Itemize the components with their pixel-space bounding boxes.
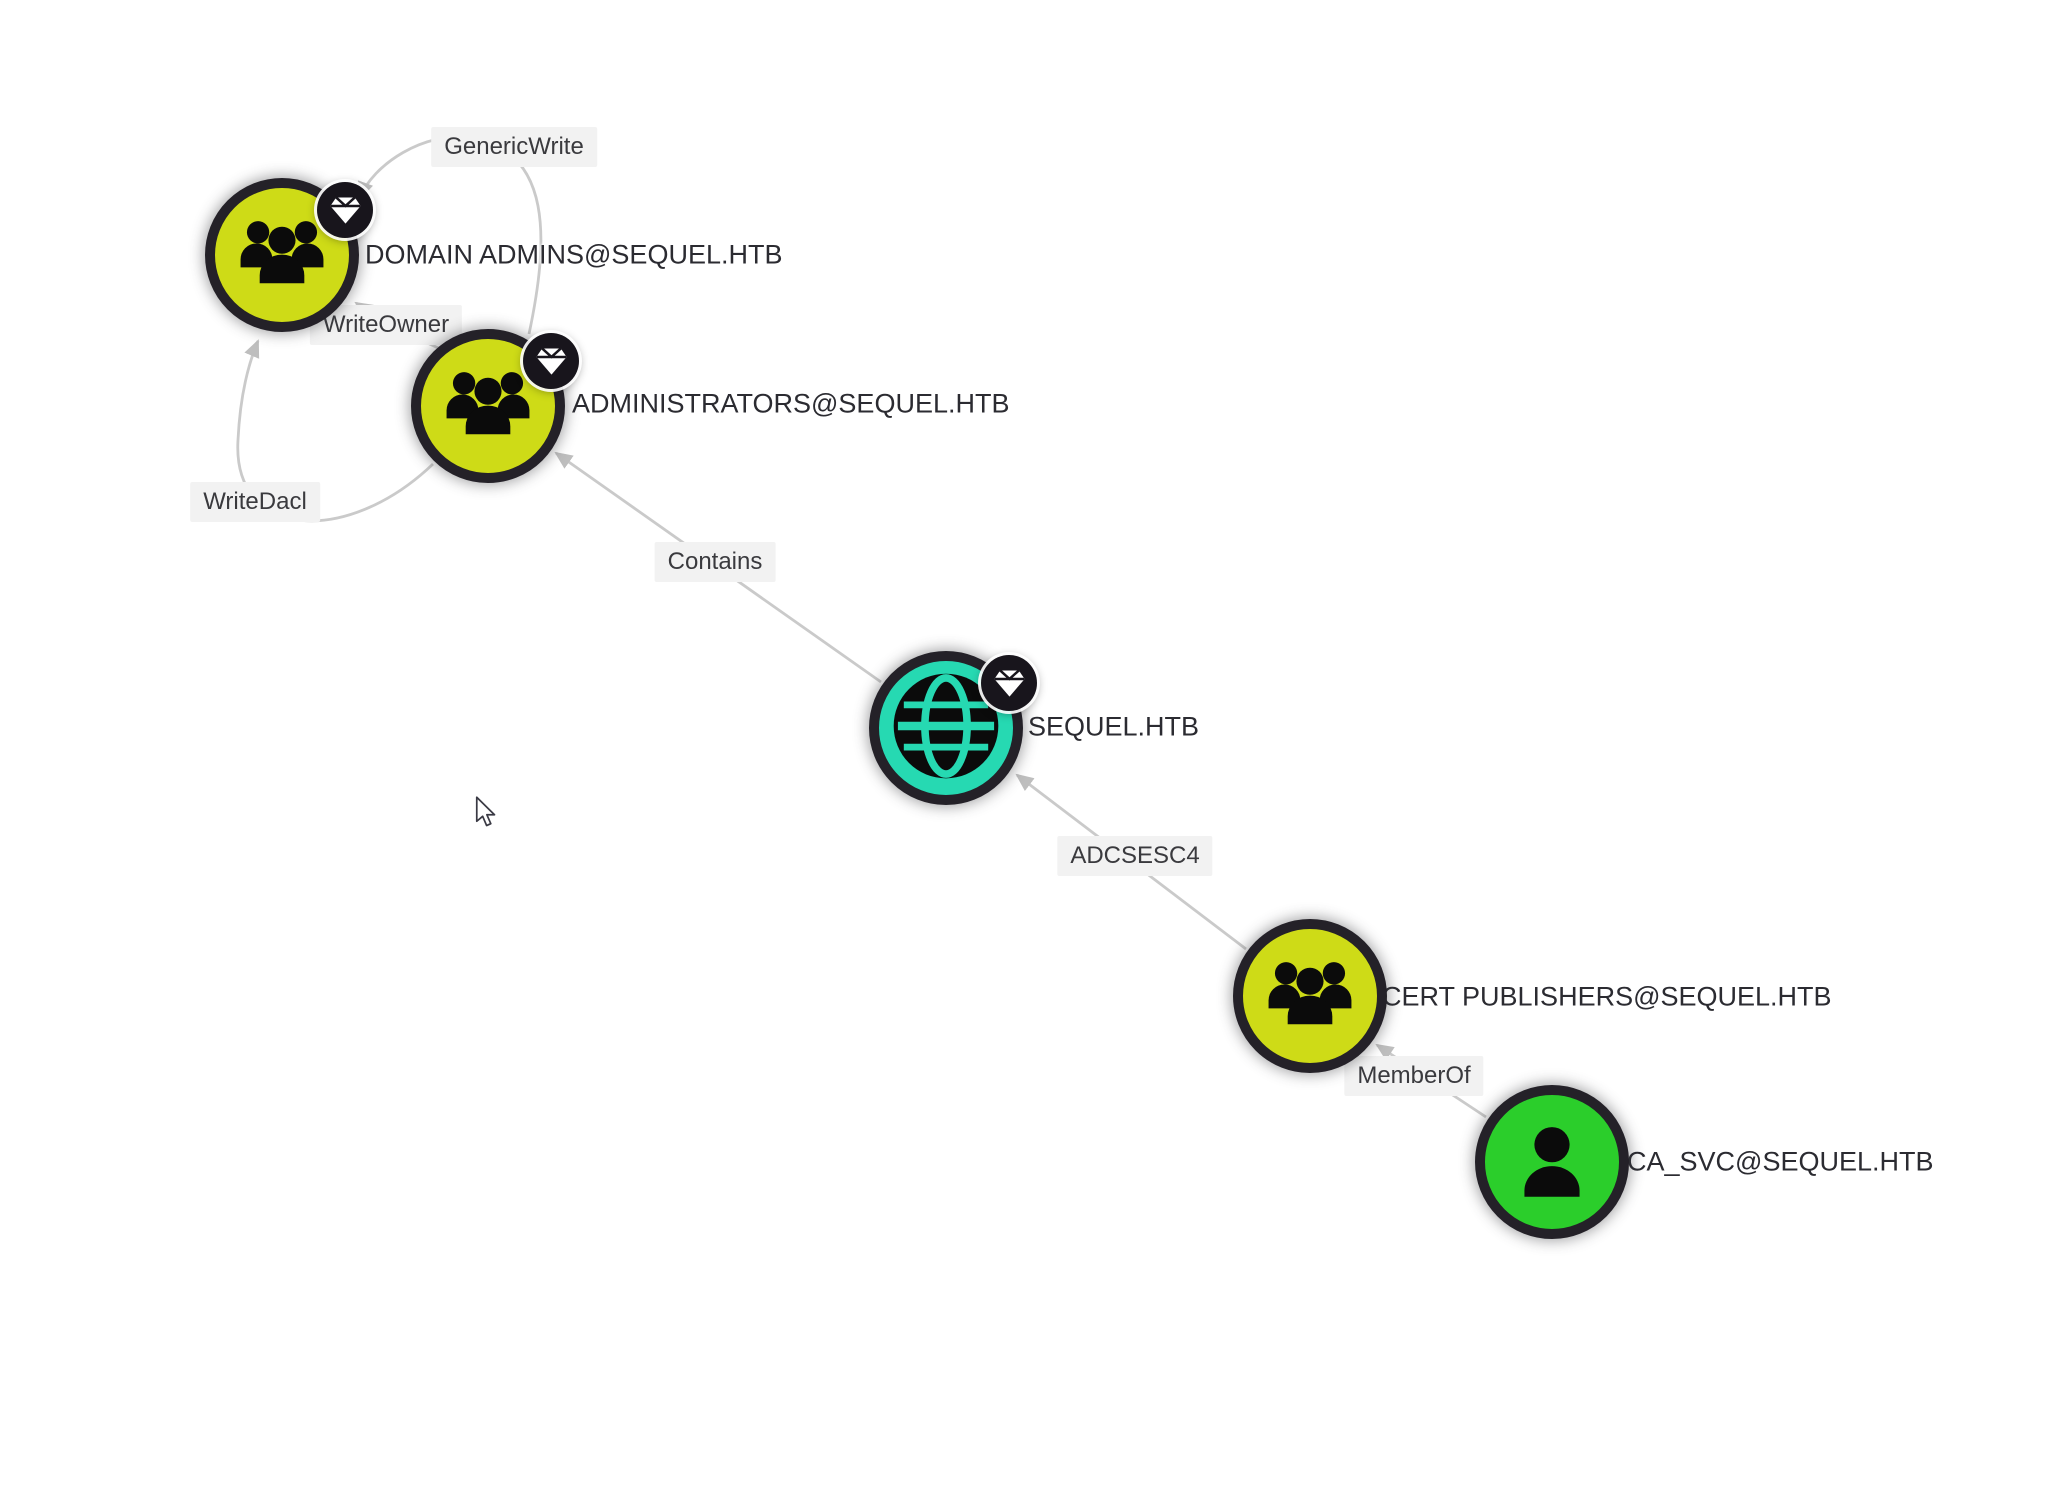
tier-zero-gem-badge (317, 182, 373, 238)
node-label-ca-svc[interactable]: CA_SVC@SEQUEL.HTB (1627, 1146, 1934, 1177)
node-label-domain-admins[interactable]: DOMAIN ADMINS@SEQUEL.HTB (365, 239, 783, 270)
tier-zero-gem-badge (981, 655, 1037, 711)
edge-label-memberof[interactable]: MemberOf (1344, 1056, 1484, 1096)
node-label-cert-publishers[interactable]: CERT PUBLISHERS@SEQUEL.HTB (1382, 981, 1832, 1012)
users-group-icon (1259, 943, 1361, 1050)
node-cert-publishers[interactable] (1233, 919, 1387, 1073)
node-sequel-htb[interactable] (869, 651, 1037, 805)
edge-writedacl[interactable] (236, 339, 434, 523)
node-domain-admins[interactable] (205, 178, 373, 332)
edge-label-contains[interactable]: Contains (654, 542, 776, 582)
users-group-icon (231, 202, 333, 309)
tier-zero-gem-badge (523, 333, 579, 389)
edge-label-adcsesc4[interactable]: ADCSESC4 (1057, 836, 1213, 876)
node-label-administrators[interactable]: ADMINISTRATORS@SEQUEL.HTB (572, 388, 1010, 419)
edge-label-writeowner[interactable]: WriteOwner (309, 305, 463, 345)
edge-label-genericwrite[interactable]: GenericWrite (431, 127, 597, 167)
user-icon (1503, 1111, 1601, 1214)
edge-label-writedacl[interactable]: WriteDacl (190, 482, 320, 522)
node-administrators[interactable] (411, 329, 579, 483)
node-ca-svc[interactable] (1475, 1085, 1629, 1239)
globe-icon (892, 672, 1000, 785)
node-label-sequel-htb[interactable]: SEQUEL.HTB (1028, 711, 1200, 742)
arrow-pointer-cursor (475, 796, 496, 827)
users-group-icon (437, 353, 539, 460)
